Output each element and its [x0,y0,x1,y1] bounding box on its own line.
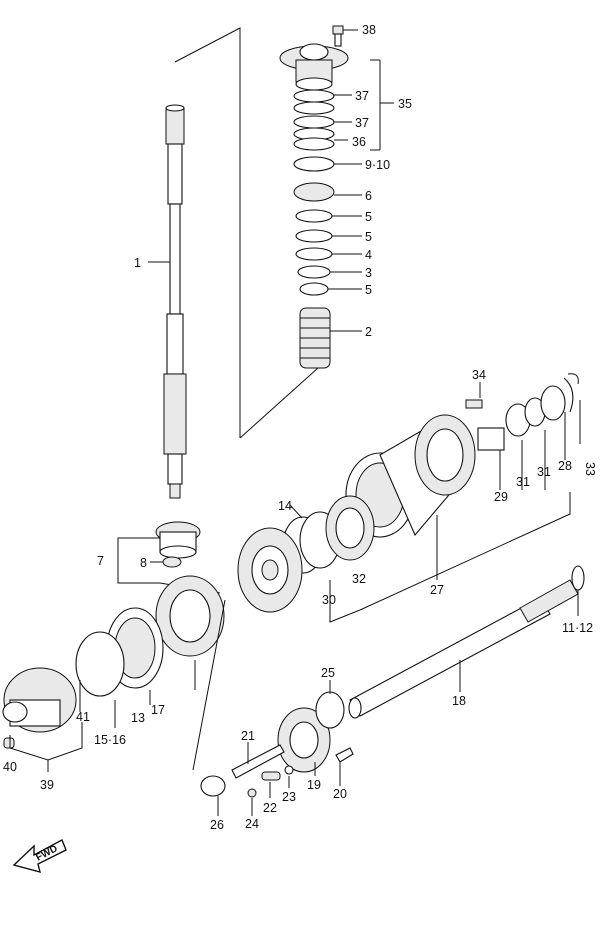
fwd-label: FWD [34,843,59,863]
propeller-shaft [348,579,579,719]
spring-2 [299,307,331,369]
callout-5b: 5 [365,230,372,244]
drive-shaft [163,104,187,499]
callout-24: 24 [245,817,259,831]
callout-3: 3 [365,266,372,280]
pin-20 [335,747,354,763]
bearing-housing-39 [2,667,77,733]
callout-15-16: 15·16 [94,733,126,747]
callout-11-12: 11·12 [562,621,593,635]
callout-4: 4 [365,248,372,262]
callout-20: 20 [333,787,347,801]
callout-33: 33 [583,462,597,476]
callout-41: 41 [76,710,90,724]
callout-36: 36 [352,135,366,149]
callout-23: 23 [282,790,296,804]
pinion-gear [155,521,201,559]
callout-27: 27 [430,583,444,597]
callout-38: 38 [362,23,376,37]
callout-25: 25 [321,666,335,680]
callout-30: 30 [322,593,336,607]
callout-21: 21 [241,729,255,743]
nut-8 [162,556,182,568]
ring-25 [315,691,345,729]
callout-22: 22 [263,801,277,815]
callout-37b: 37 [355,116,369,130]
callout-40: 40 [3,760,17,774]
callout-14: 14 [278,499,292,513]
callout-6: 6 [365,189,372,203]
callout-32: 32 [352,572,366,586]
callout-8: 8 [140,556,147,570]
bolt-38 [332,25,344,47]
push-rod-21 [231,744,285,779]
callout-35: 35 [398,97,412,111]
callout-29: 29 [494,490,508,504]
callout-9-10: 9·10 [365,158,390,172]
shim-15-16 [75,631,125,697]
pump-housing [279,43,349,91]
fwd-arrow-icon: FWD [12,839,67,873]
seal-stack [293,89,335,296]
callout-7: 7 [97,554,104,568]
callout-31a: 31 [537,465,551,479]
callout-39: 39 [40,778,54,792]
forward-gear [155,575,225,657]
clutch-dog [277,707,331,773]
callout-19: 19 [307,778,321,792]
callout-34: 34 [472,368,486,382]
callout-26: 26 [210,818,224,832]
callout-13: 13 [131,711,145,725]
callout-18: 18 [452,694,466,708]
callout-17: 17 [151,703,165,717]
callout-5a: 5 [365,210,372,224]
pin-40 [3,737,15,749]
washer-11-12 [571,565,585,591]
callout-2: 2 [365,325,372,339]
callout-1: 1 [134,256,141,270]
ring-26 [200,775,226,797]
reverse-gear [237,527,303,613]
gear-case-housing [345,414,505,538]
callout-5c: 5 [365,283,372,297]
callout-37a: 37 [355,89,369,103]
bolt-34 [465,399,483,409]
spring-22-23 [261,765,294,781]
bearing-set-28-31 [505,373,579,437]
callout-28: 28 [558,459,572,473]
callout-31b: 31 [516,475,530,489]
ball-24 [247,788,257,798]
